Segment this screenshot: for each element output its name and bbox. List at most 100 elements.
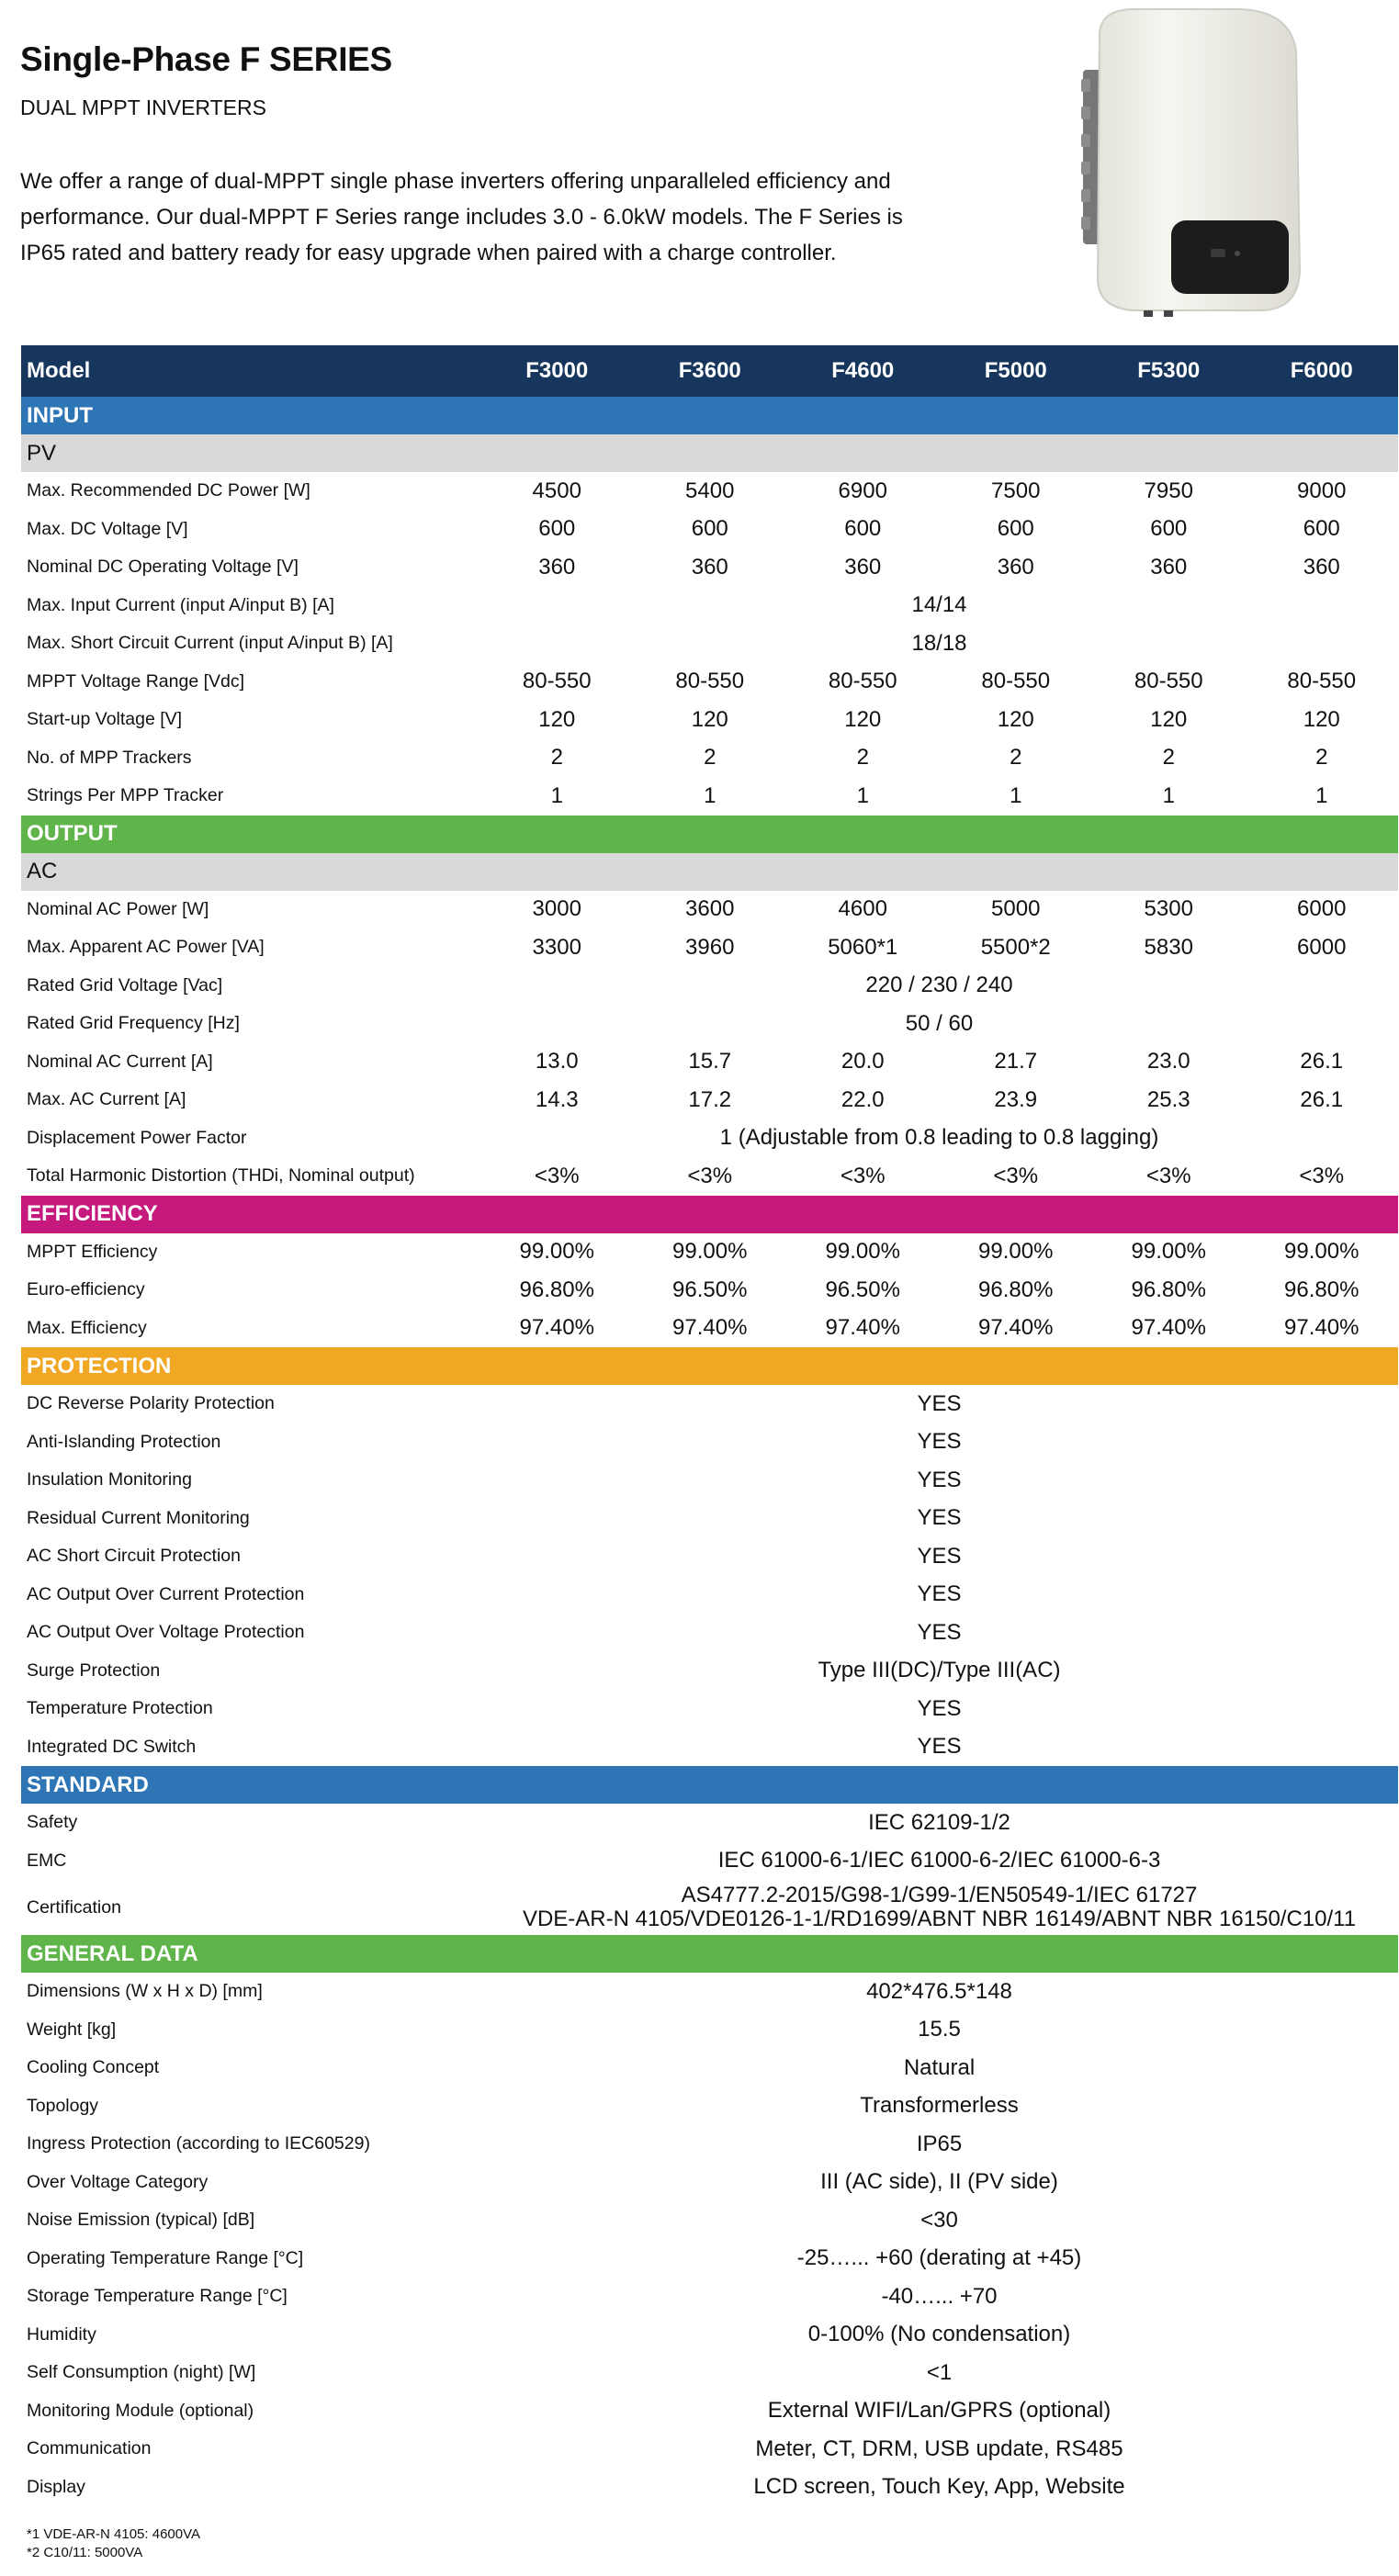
spec-row: Monitoring Module (optional)External WIF… (21, 2392, 1398, 2431)
spec-value-merged: YES (917, 1543, 962, 1569)
spec-value: 3300 (532, 934, 581, 960)
spec-value: 96.80% (1131, 1277, 1206, 1302)
section-title: OUTPUT (21, 815, 1398, 853)
spec-row: MPPT Voltage Range [Vdc] 80-550 80-550 80-5… (21, 663, 1398, 702)
spec-value: <3% (1145, 1163, 1191, 1188)
spec-value: 80-550 (522, 669, 592, 694)
spec-value: 97.40% (519, 1315, 594, 1341)
spec-value: 3960 (685, 934, 735, 960)
spec-value-merged: Meter, CT, DRM, USB update, RS485 (755, 2435, 1123, 2461)
spec-value: 99.00% (1131, 1239, 1206, 1265)
spec-row: Max. Input Current (input A/input B) [A]… (21, 587, 1398, 625)
spec-label: EMC (27, 1850, 67, 1871)
spec-value: 120 (844, 706, 882, 732)
spec-value: 1 (704, 782, 716, 808)
section-title: INPUT (21, 397, 1398, 434)
spec-value-merged: Natural (903, 2054, 976, 2080)
spec-value: 96.80% (1284, 1277, 1360, 1302)
spec-value: 96.80% (978, 1277, 1054, 1302)
intro-line: performance. Our dual-MPPT F Series rang… (20, 205, 903, 230)
section-header: GENERAL DATA (21, 1935, 1398, 1973)
spec-value: 3600 (685, 896, 735, 922)
spec-label: Nominal AC Current [A] (27, 1051, 213, 1072)
spec-row: Dimensions (W x H x D) [mm]402*476.5*148 (21, 1973, 1398, 2011)
spec-value-merged: 18/18 (911, 630, 967, 656)
spec-row: Operating Temperature Range [°C]-25…... … (21, 2240, 1398, 2278)
section-title: GENERAL DATA (21, 1935, 1398, 1973)
spec-value: <3% (993, 1163, 1039, 1188)
spec-value: 80-550 (1287, 669, 1357, 694)
spec-value: 21.7 (994, 1049, 1038, 1074)
spec-label: Nominal DC Operating Voltage [V] (27, 557, 299, 578)
spec-label: Insulation Monitoring (27, 1469, 192, 1490)
spec-value: 97.40% (978, 1315, 1054, 1341)
spec-value: 4500 (532, 478, 581, 503)
subsection-title: PV (21, 434, 1398, 472)
spec-value: 1 (856, 782, 869, 808)
spec-label: Monitoring Module (optional) (27, 2400, 254, 2421)
spec-value: 5060*1 (828, 934, 898, 960)
spec-value: 80-550 (675, 669, 745, 694)
spec-label: AC Output Over Voltage Protection (27, 1622, 305, 1643)
spec-label: No. of MPP Trackers (27, 747, 192, 768)
spec-value: 7500 (991, 478, 1041, 503)
spec-row: Noise Emission (typical) [dB]<30 (21, 2201, 1398, 2240)
model-label: Model (21, 345, 480, 397)
spec-value-merged: <30 (920, 2207, 958, 2233)
spec-row: Insulation Monitoring YES (21, 1461, 1398, 1500)
spec-label: Max. Short Circuit Current (input A/inpu… (27, 633, 393, 654)
spec-value-merged: YES (917, 1390, 962, 1416)
footnote: *1 VDE-AR-N 4105: 4600VA (27, 2526, 200, 2542)
spec-value-merged: YES (917, 1505, 962, 1531)
spec-label: Total Harmonic Distortion (THDi, Nominal… (27, 1165, 415, 1187)
spec-value: 5830 (1144, 934, 1193, 960)
subsection-header: AC (21, 852, 1398, 891)
spec-value: 600 (997, 516, 1034, 542)
spec-value: 80-550 (1134, 669, 1203, 694)
spec-value: <3% (687, 1163, 733, 1188)
spec-value: 99.00% (825, 1239, 900, 1265)
spec-value: 80-550 (981, 669, 1051, 694)
spec-label: Humidity (27, 2323, 96, 2345)
spec-value: 99.00% (978, 1239, 1054, 1265)
spec-value: <3% (1299, 1163, 1345, 1188)
model-name: F5000 (939, 345, 1092, 397)
spec-value-merged: IEC 61000-6-1/IEC 61000-6-2/IEC 61000-6-… (717, 1848, 1161, 1873)
spec-value: 6900 (838, 478, 887, 503)
spec-value-merged: LCD screen, Touch Key, App, Website (753, 2474, 1125, 2500)
spec-value-merged: Type III(DC)/Type III(AC) (818, 1658, 1061, 1683)
spec-label: MPPT Efficiency (27, 1241, 158, 1262)
spec-value: 360 (844, 554, 882, 579)
spec-value: 360 (691, 554, 728, 579)
spec-value: 26.1 (1300, 1049, 1344, 1074)
model-name: F5300 (1092, 345, 1246, 397)
spec-value: 600 (1303, 516, 1340, 542)
spec-label: Displacement Power Factor (27, 1127, 247, 1148)
spec-value: 3000 (532, 896, 581, 922)
spec-value-merged: -40…... +70 (881, 2283, 998, 2309)
model-name: F4600 (786, 345, 940, 397)
spec-label: Max. Efficiency (27, 1317, 147, 1338)
spec-label: MPPT Voltage Range [Vdc] (27, 670, 245, 692)
spec-value-merged: YES (917, 1734, 962, 1760)
spec-value: 97.40% (672, 1315, 748, 1341)
spec-value: 4600 (838, 896, 887, 922)
spec-value: 2 (856, 745, 869, 771)
spec-label: Display (27, 2476, 85, 2497)
spec-value-merged: 1 (Adjustable from 0.8 leading to 0.8 la… (719, 1125, 1159, 1151)
spec-row: Displacement Power Factor 1 (Adjustable f… (21, 1119, 1398, 1158)
subsection-title: AC (21, 852, 1398, 891)
spec-value: 120 (538, 706, 576, 732)
spec-value: 1 (1315, 782, 1328, 808)
spec-value: 1 (550, 782, 563, 808)
spec-value-merged: YES (917, 1467, 962, 1492)
spec-label: Integrated DC Switch (27, 1736, 197, 1757)
